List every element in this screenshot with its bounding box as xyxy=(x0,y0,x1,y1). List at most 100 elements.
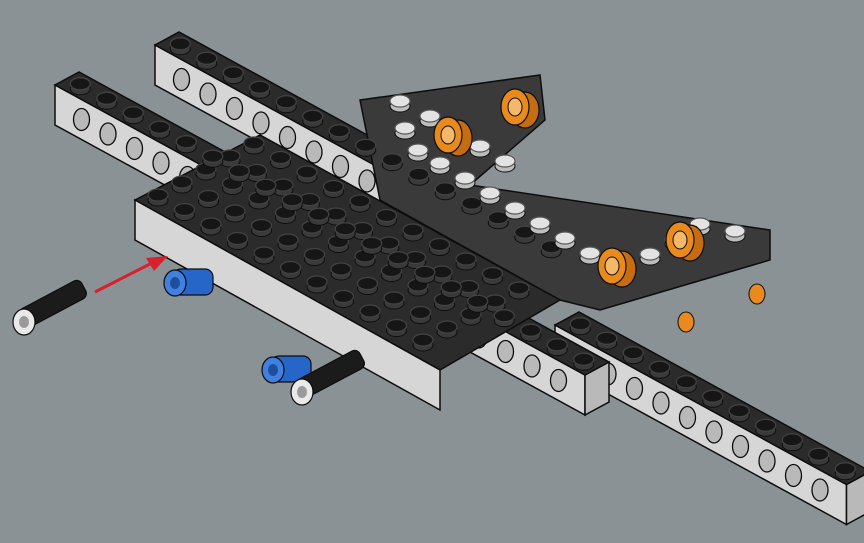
pin-hole xyxy=(19,316,29,328)
stud xyxy=(203,150,223,162)
stud xyxy=(197,52,217,64)
stud xyxy=(437,321,457,333)
stud xyxy=(530,217,550,229)
beam-hole xyxy=(200,83,216,105)
beam-hole xyxy=(733,436,749,458)
stud xyxy=(413,334,433,346)
stud xyxy=(547,339,567,351)
stud xyxy=(415,266,435,278)
arrow-icon xyxy=(95,264,150,292)
stud xyxy=(176,136,196,148)
stud xyxy=(725,225,745,237)
stud xyxy=(387,320,407,332)
stud xyxy=(729,405,749,417)
pin-hole xyxy=(268,364,278,376)
stud xyxy=(435,183,455,195)
beam-hole xyxy=(127,138,143,160)
stud xyxy=(307,276,327,288)
stud xyxy=(480,187,500,199)
stud xyxy=(150,121,170,133)
stud xyxy=(782,434,802,446)
beam-hole xyxy=(100,123,116,145)
technic-pin-icon xyxy=(678,312,694,332)
stud xyxy=(574,353,594,365)
stud xyxy=(640,248,660,260)
stud xyxy=(483,268,503,280)
stud xyxy=(172,176,192,188)
beam-hole xyxy=(653,392,669,414)
beam-hole xyxy=(524,355,540,377)
stud xyxy=(97,92,117,104)
stud xyxy=(470,140,490,152)
stud xyxy=(123,107,143,119)
stud xyxy=(148,189,168,201)
beam-hole xyxy=(551,370,567,392)
stud xyxy=(70,78,90,90)
stud xyxy=(650,361,670,373)
stud xyxy=(282,194,302,206)
pin-hole xyxy=(673,231,687,249)
stud xyxy=(225,205,245,217)
stud xyxy=(271,152,291,164)
stud xyxy=(570,318,590,330)
stud xyxy=(297,166,317,178)
pin-hole xyxy=(508,98,522,116)
stud xyxy=(403,224,423,236)
stud xyxy=(411,307,431,319)
beam-hole xyxy=(227,98,243,120)
stud xyxy=(521,324,541,336)
stud xyxy=(360,305,380,317)
pin-hole xyxy=(297,386,307,398)
stud xyxy=(409,168,429,180)
stud xyxy=(408,144,428,156)
stud xyxy=(244,137,264,149)
stud xyxy=(441,281,461,293)
technic-pin-icon xyxy=(749,284,765,304)
beam-hole xyxy=(74,109,90,131)
pin-hole xyxy=(441,126,455,144)
beam-hole xyxy=(759,450,775,472)
beam-hole xyxy=(174,69,190,91)
beam-hole xyxy=(280,127,296,149)
stud xyxy=(430,157,450,169)
beam-hole xyxy=(706,421,722,443)
beam-hole xyxy=(786,465,802,487)
stud xyxy=(756,419,776,431)
beam-hole xyxy=(333,156,349,178)
stud xyxy=(494,310,514,322)
stud xyxy=(390,95,410,107)
stud xyxy=(303,110,323,122)
stud xyxy=(676,376,696,388)
stud xyxy=(580,247,600,259)
stud xyxy=(334,291,354,303)
stud xyxy=(329,125,349,137)
stud xyxy=(335,223,355,235)
stud xyxy=(356,139,376,151)
stud xyxy=(382,154,402,166)
stud xyxy=(395,122,415,134)
stud xyxy=(505,202,525,214)
stud xyxy=(703,390,723,402)
stud xyxy=(324,181,344,193)
stud xyxy=(229,165,249,177)
stud xyxy=(468,295,488,307)
stud xyxy=(305,249,325,261)
stud xyxy=(623,347,643,359)
beam-hole xyxy=(680,407,696,429)
stud xyxy=(276,96,296,108)
stud xyxy=(456,253,476,265)
stud xyxy=(201,218,221,230)
stud xyxy=(278,234,298,246)
beam-hole xyxy=(627,378,643,400)
pin-hole xyxy=(605,257,619,275)
stud xyxy=(199,191,219,203)
insertion-arrow xyxy=(95,256,168,292)
beam-hole xyxy=(812,479,828,501)
beam-hole xyxy=(498,341,514,363)
stud xyxy=(362,237,382,249)
stud xyxy=(223,67,243,79)
beam-hole xyxy=(153,152,169,174)
stud xyxy=(358,278,378,290)
beam-hole xyxy=(253,112,269,134)
